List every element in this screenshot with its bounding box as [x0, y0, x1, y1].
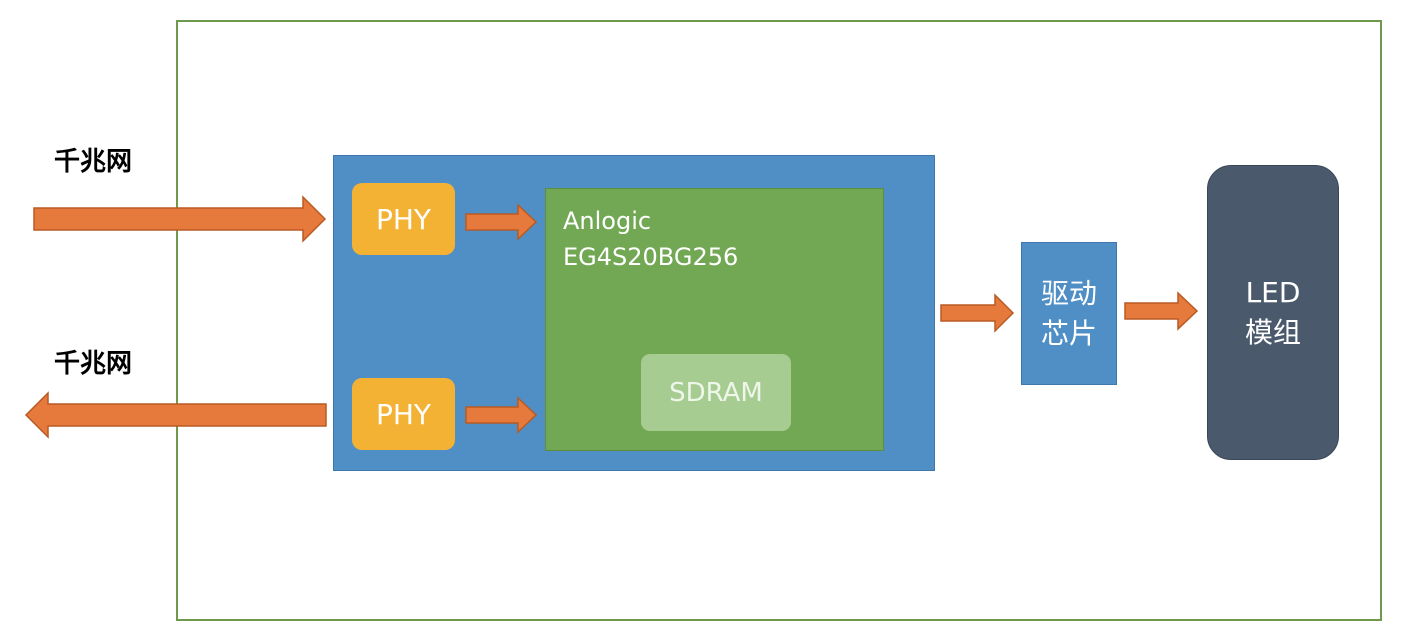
- phy-bottom-to-fpga-arrow: [465, 396, 538, 434]
- led-label-line1: LED: [1245, 275, 1301, 309]
- driver-label-line1: 驱动: [1040, 276, 1097, 310]
- board-to-driver-arrow: [940, 293, 1015, 333]
- sdram-label: SDRAM: [669, 377, 763, 408]
- fpga-model-label: EG4S20BG256: [563, 243, 739, 271]
- led-module-block: LED 模组: [1207, 165, 1339, 460]
- driver-to-led-arrow: [1124, 291, 1199, 331]
- phy-top-to-fpga-arrow: [465, 203, 538, 241]
- output-arrow: [24, 391, 327, 439]
- phy-top-label: PHY: [375, 202, 432, 236]
- board-outline: [176, 20, 1382, 621]
- phy-bottom-block: PHY: [352, 378, 455, 450]
- phy-top-block: PHY: [352, 183, 455, 255]
- led-label-line2: 模组: [1244, 315, 1301, 349]
- driver-chip-block: 驱动 芯片: [1021, 242, 1117, 385]
- phy-bottom-label: PHY: [375, 397, 432, 431]
- input-arrow: [33, 195, 327, 243]
- fpga-vendor-label: Anlogic: [563, 207, 652, 235]
- output-network-label: 千兆网: [54, 349, 133, 379]
- sdram-block: SDRAM: [641, 354, 791, 431]
- driver-label-line2: 芯片: [1040, 316, 1097, 350]
- input-network-label: 千兆网: [54, 147, 133, 177]
